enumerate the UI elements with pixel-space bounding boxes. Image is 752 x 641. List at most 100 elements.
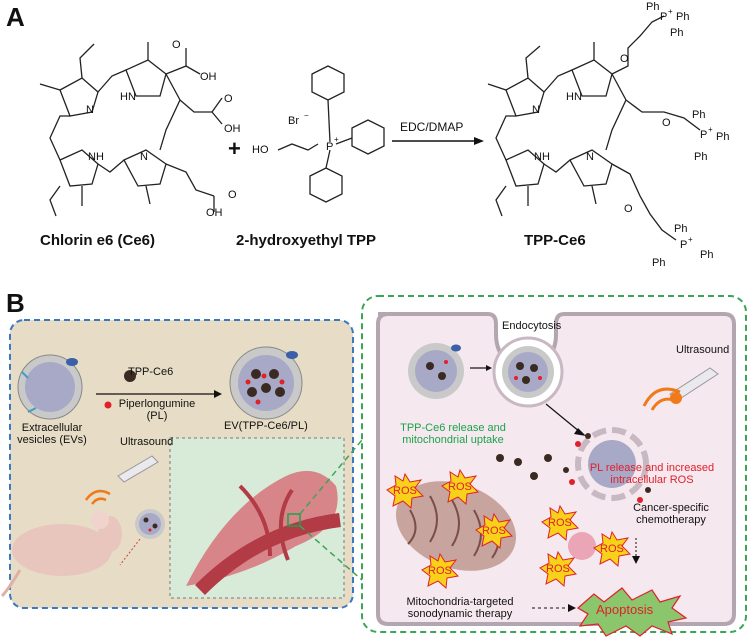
compound1-label: Chlorin e6 (Ce6): [40, 232, 156, 249]
apoptosis-burst: [576, 587, 688, 637]
ev-loaded: [229, 346, 303, 420]
ultrasound-label-right: Ultrasound: [676, 344, 730, 356]
product-p2-ph2: Ph: [716, 131, 729, 143]
chemo-label: Cancer-specific chemotherapy: [616, 502, 726, 526]
mouse-illustration: [0, 511, 122, 598]
probe-right: [642, 367, 719, 411]
tpp-charge-plus: +: [334, 135, 339, 144]
ce6-acid-2b: [211, 97, 223, 125]
chemo-label-line1: Cancer-specific: [633, 502, 709, 514]
ros-label-7: ROS: [546, 563, 570, 575]
ros-label-1: ROS: [393, 485, 417, 497]
ce6-atom-oh2: OH: [224, 123, 241, 135]
product-p1-ph1: Ph: [646, 1, 659, 13]
tpp-p-bonds: [325, 99, 353, 169]
sdt-label-line2: sonodynamic therapy: [407, 608, 513, 620]
product-p2-charge: +: [708, 125, 713, 134]
ce6-acid-1: [165, 48, 187, 75]
pl-vesicle: [568, 532, 596, 560]
ce6-atom-n1: N: [86, 104, 94, 116]
ce6-acid-1b: [185, 65, 201, 75]
product-atom-nh: NH: [534, 151, 550, 163]
ce6-atom-oh1: OH: [200, 71, 217, 83]
ce6-acid-2: [179, 99, 212, 113]
ev-endocytosis-1: [408, 343, 464, 399]
ce6-atom-o2: O: [224, 93, 233, 105]
ros-layer: [386, 469, 688, 637]
tpp-ce6-label: TPP-Ce6: [128, 366, 174, 378]
panel-b-label: B: [6, 288, 25, 318]
tpp-phenyl-2: [351, 119, 385, 155]
ultrasound-label-left: Ultrasound: [120, 436, 174, 448]
tpp-charge-minus: −: [304, 111, 309, 120]
ce6-methyl-1: [39, 83, 61, 91]
ce6-atom-nh: NH: [88, 151, 104, 163]
compound2-label: 2-hydroxyethyl TPP: [236, 232, 377, 249]
apoptosis-label: Apoptosis: [596, 602, 654, 617]
product-atom-n2: N: [586, 151, 594, 163]
product-p3: P: [680, 239, 687, 251]
ce6-bridge-1: [97, 69, 127, 93]
pl-label-line2: (PL): [146, 410, 168, 422]
ce6-bridge-4: [49, 115, 70, 161]
tpp-phenyl-1: [311, 65, 345, 101]
ev-endosome: [492, 336, 564, 408]
ce6-atom-oh3: OH: [206, 207, 223, 219]
ce6-structure: [39, 42, 223, 217]
product-atom-o2: O: [662, 117, 671, 129]
tpp-atom-ho: HO: [252, 144, 269, 156]
ce6-ring-1: [59, 77, 99, 117]
ev-label-line1: Extracellular: [21, 422, 83, 434]
pl-label: Piperlongumine (PL): [112, 398, 202, 422]
ros-label-6: ROS: [600, 543, 624, 555]
tpp-release-label: TPP-Ce6 release and mitochondrial uptake: [380, 422, 526, 446]
pl-release-line2: intracellular ROS: [610, 474, 694, 486]
tpp-phenyl-3: [309, 167, 343, 203]
tpp-ce6-structure: [487, 15, 701, 241]
tpp-release-line1: TPP-Ce6 release and: [400, 422, 506, 434]
endocytosis-label: Endocytosis: [502, 320, 562, 332]
probe-left: [84, 455, 159, 505]
tpp-release-line2: mitochondrial uptake: [402, 434, 504, 446]
panel-a-label: A: [6, 2, 25, 32]
product-p2-ph1: Ph: [692, 109, 705, 121]
product-atom-o1: O: [620, 53, 629, 65]
pl-label-line1: Piperlongumine: [118, 398, 196, 410]
ev-plain: [17, 354, 83, 420]
released-tpp-ce6: [496, 454, 552, 480]
ros-label-3: ROS: [482, 525, 506, 537]
panel-a-chemistry: N HN NH N O OH O OH OH O + HO P + Br − E…: [39, 1, 729, 269]
mitochondrion: [395, 481, 517, 571]
ev-label: Extracellular vesicles (EVs): [8, 422, 96, 446]
ce6-atom-o1: O: [172, 39, 181, 51]
product-atom-o3: O: [624, 203, 633, 215]
panel-b-graphics: [0, 295, 747, 633]
ce6-ring-3: [123, 149, 167, 187]
ce6-atom-hn: HN: [120, 91, 136, 103]
reaction-plus: +: [228, 136, 241, 161]
tpp-structure: [277, 65, 385, 203]
ce6-acid-3: [165, 163, 215, 197]
ros-label-5: ROS: [548, 517, 572, 529]
product-atom-hn: HN: [566, 91, 582, 103]
tumor-mass: [186, 470, 338, 586]
product-p1-ph3: Ph: [670, 27, 683, 39]
ev-product-label: EV(TPP-Ce6/PL): [224, 420, 308, 432]
ce6-vinyl: [49, 185, 61, 217]
product-p3-charge: +: [688, 235, 693, 244]
sdt-label-line1: Mitochondria-targeted: [406, 596, 514, 608]
ev-small-left: [135, 509, 165, 539]
product-p1: P: [660, 11, 667, 23]
chemo-label-line2: chemotherapy: [636, 514, 706, 526]
ce6-atom-n2: N: [140, 151, 148, 163]
loading-arrow-head: [214, 390, 222, 398]
pl-dot: [104, 401, 112, 409]
ev-disrupted: [563, 427, 651, 503]
blood-vessel: [195, 513, 341, 595]
ev-label-line2: vesicles (EVs): [17, 434, 87, 446]
pl-release-line1: PL release and increased: [589, 462, 715, 474]
ce6-bridge-3: [97, 159, 125, 173]
product-p3-ph3: Ph: [652, 257, 665, 269]
product-p1-charge: +: [668, 7, 673, 16]
product-label: TPP-Ce6: [524, 232, 586, 249]
